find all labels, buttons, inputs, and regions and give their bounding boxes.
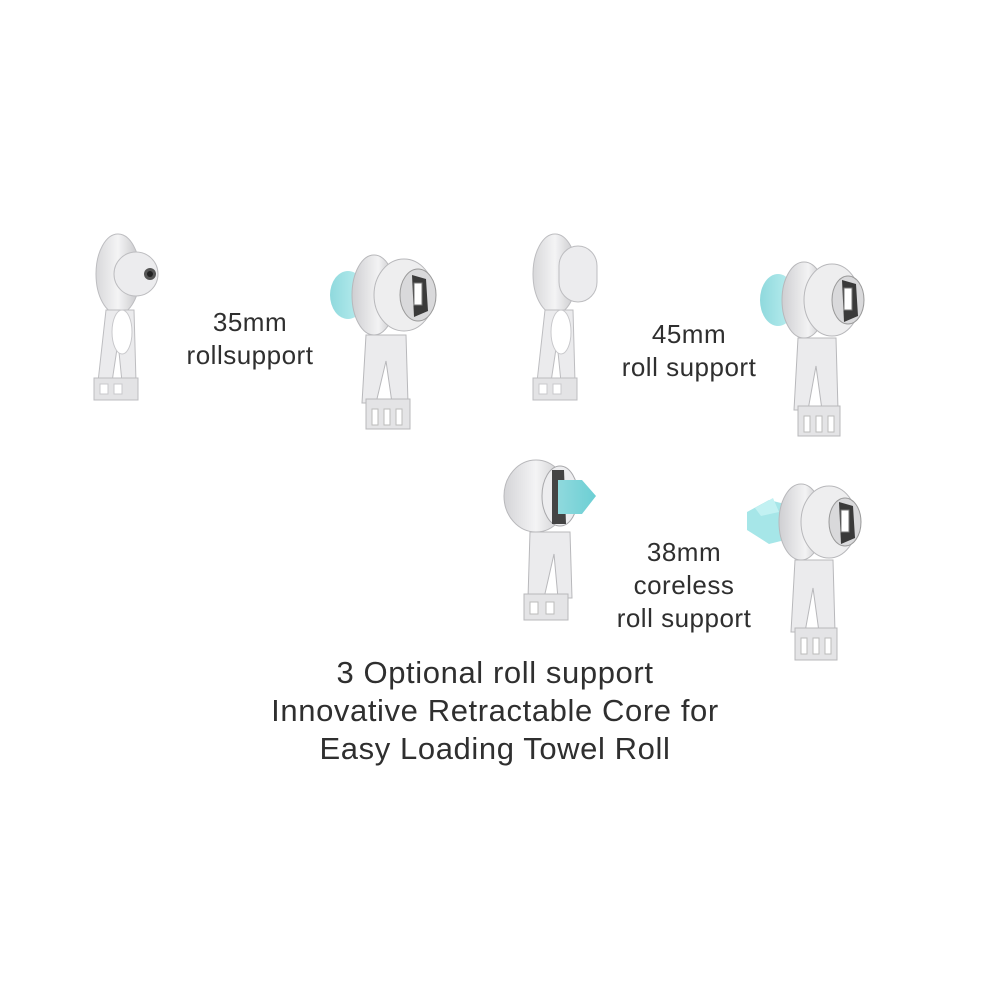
label-35mm-text: rollsupport	[186, 340, 314, 370]
caption-line-2: Innovative Retractable Core for	[271, 693, 719, 728]
bracket-45mm-side	[532, 233, 598, 401]
label-45mm-support: 45mm roll support	[604, 318, 774, 384]
bracket-45mm-core	[760, 261, 865, 437]
caption-line-3: Easy Loading Towel Roll	[319, 731, 671, 766]
bracket-35mm-side	[93, 233, 159, 401]
bracket-38mm-coreless-arrow	[503, 459, 596, 621]
label-45mm-text: roll support	[621, 352, 757, 382]
bracket-38mm-coreless-clip	[747, 483, 862, 661]
label-45mm-size: 45mm	[651, 319, 727, 349]
label-38mm-size: 38mm	[646, 537, 722, 567]
label-38mm-text: roll support	[616, 603, 752, 633]
label-38mm-type: coreless	[633, 570, 735, 600]
feature-caption: 3 Optional roll support Innovative Retra…	[200, 654, 790, 768]
caption-line-1: 3 Optional roll support	[336, 655, 654, 690]
bracket-35mm-core	[330, 254, 437, 430]
label-35mm-support: 35mm rollsupport	[168, 306, 332, 372]
label-35mm-size: 35mm	[212, 307, 288, 337]
label-38mm-support: 38mm coreless roll support	[598, 536, 770, 635]
